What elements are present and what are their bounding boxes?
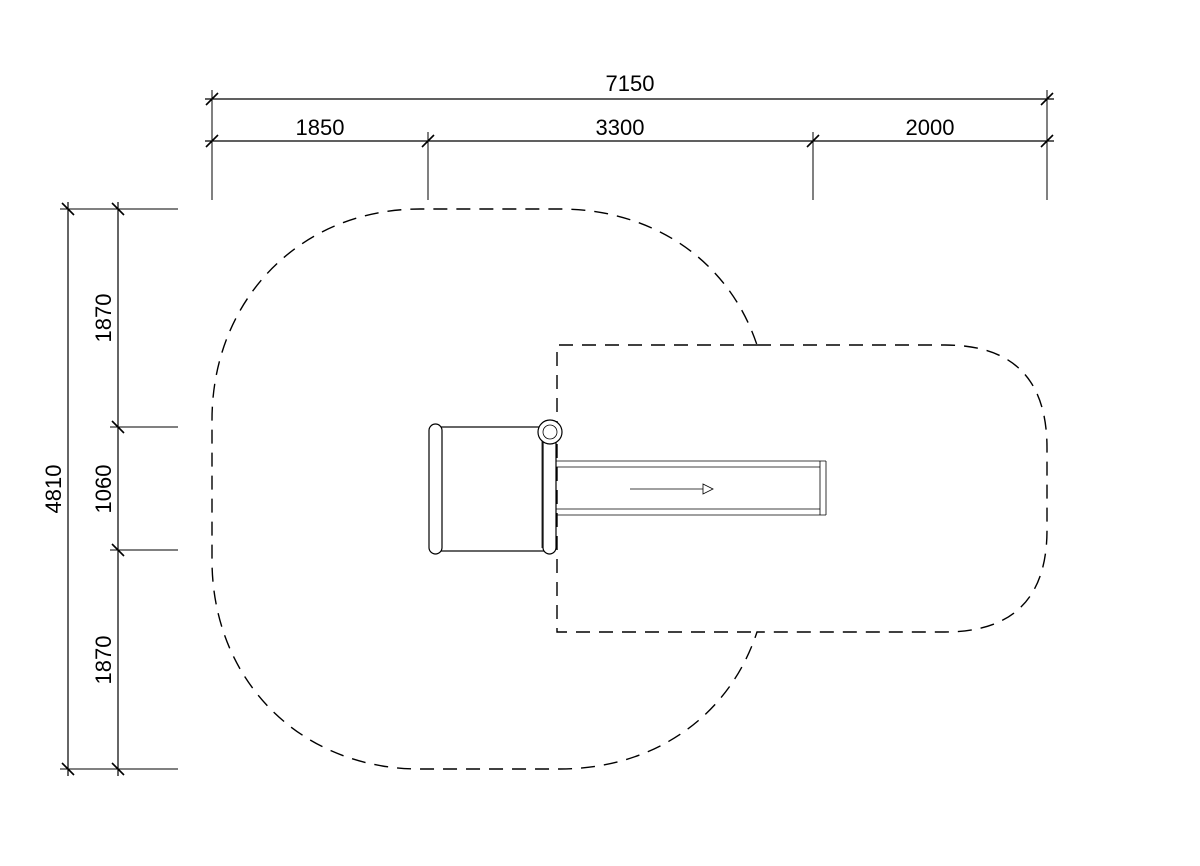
corner-post-top: [537, 419, 563, 445]
dimension-tick: [806, 134, 820, 148]
dimension-tick: [1040, 92, 1054, 106]
overall-width-label: 7150: [606, 71, 655, 96]
dimension-tick: [111, 420, 125, 434]
dimension-tick: [1040, 134, 1054, 148]
dimension-tick: [111, 202, 125, 216]
height-bottom-label: 1870: [91, 636, 116, 685]
left-post: [428, 423, 443, 555]
segment-middle-label: 3300: [596, 115, 645, 140]
height-top-label: 1870: [91, 294, 116, 343]
arrow-right-icon: [630, 483, 714, 495]
overall-height-label: 4810: [41, 465, 66, 514]
slide-zone-edge: [556, 344, 757, 633]
dimension-tick: [421, 134, 435, 148]
vertical-dimensions: 4810 1870 1060 1870: [41, 202, 178, 776]
dimension-tick: [205, 134, 219, 148]
horizontal-dimensions: 7150 1850 3300 2000: [205, 71, 1054, 200]
corner-post-top-inner: [542, 424, 558, 440]
dimension-tick: [61, 762, 75, 776]
play-equipment: [428, 419, 827, 555]
dimension-tick: [205, 92, 219, 106]
platform: [436, 426, 548, 552]
segment-right-label: 2000: [906, 115, 955, 140]
dimension-tick: [111, 762, 125, 776]
safety-zone-outline: [211, 208, 1048, 770]
segment-left-label: 1850: [296, 115, 345, 140]
dimension-tick: [61, 202, 75, 216]
dimension-tick: [111, 543, 125, 557]
height-middle-label: 1060: [91, 465, 116, 514]
